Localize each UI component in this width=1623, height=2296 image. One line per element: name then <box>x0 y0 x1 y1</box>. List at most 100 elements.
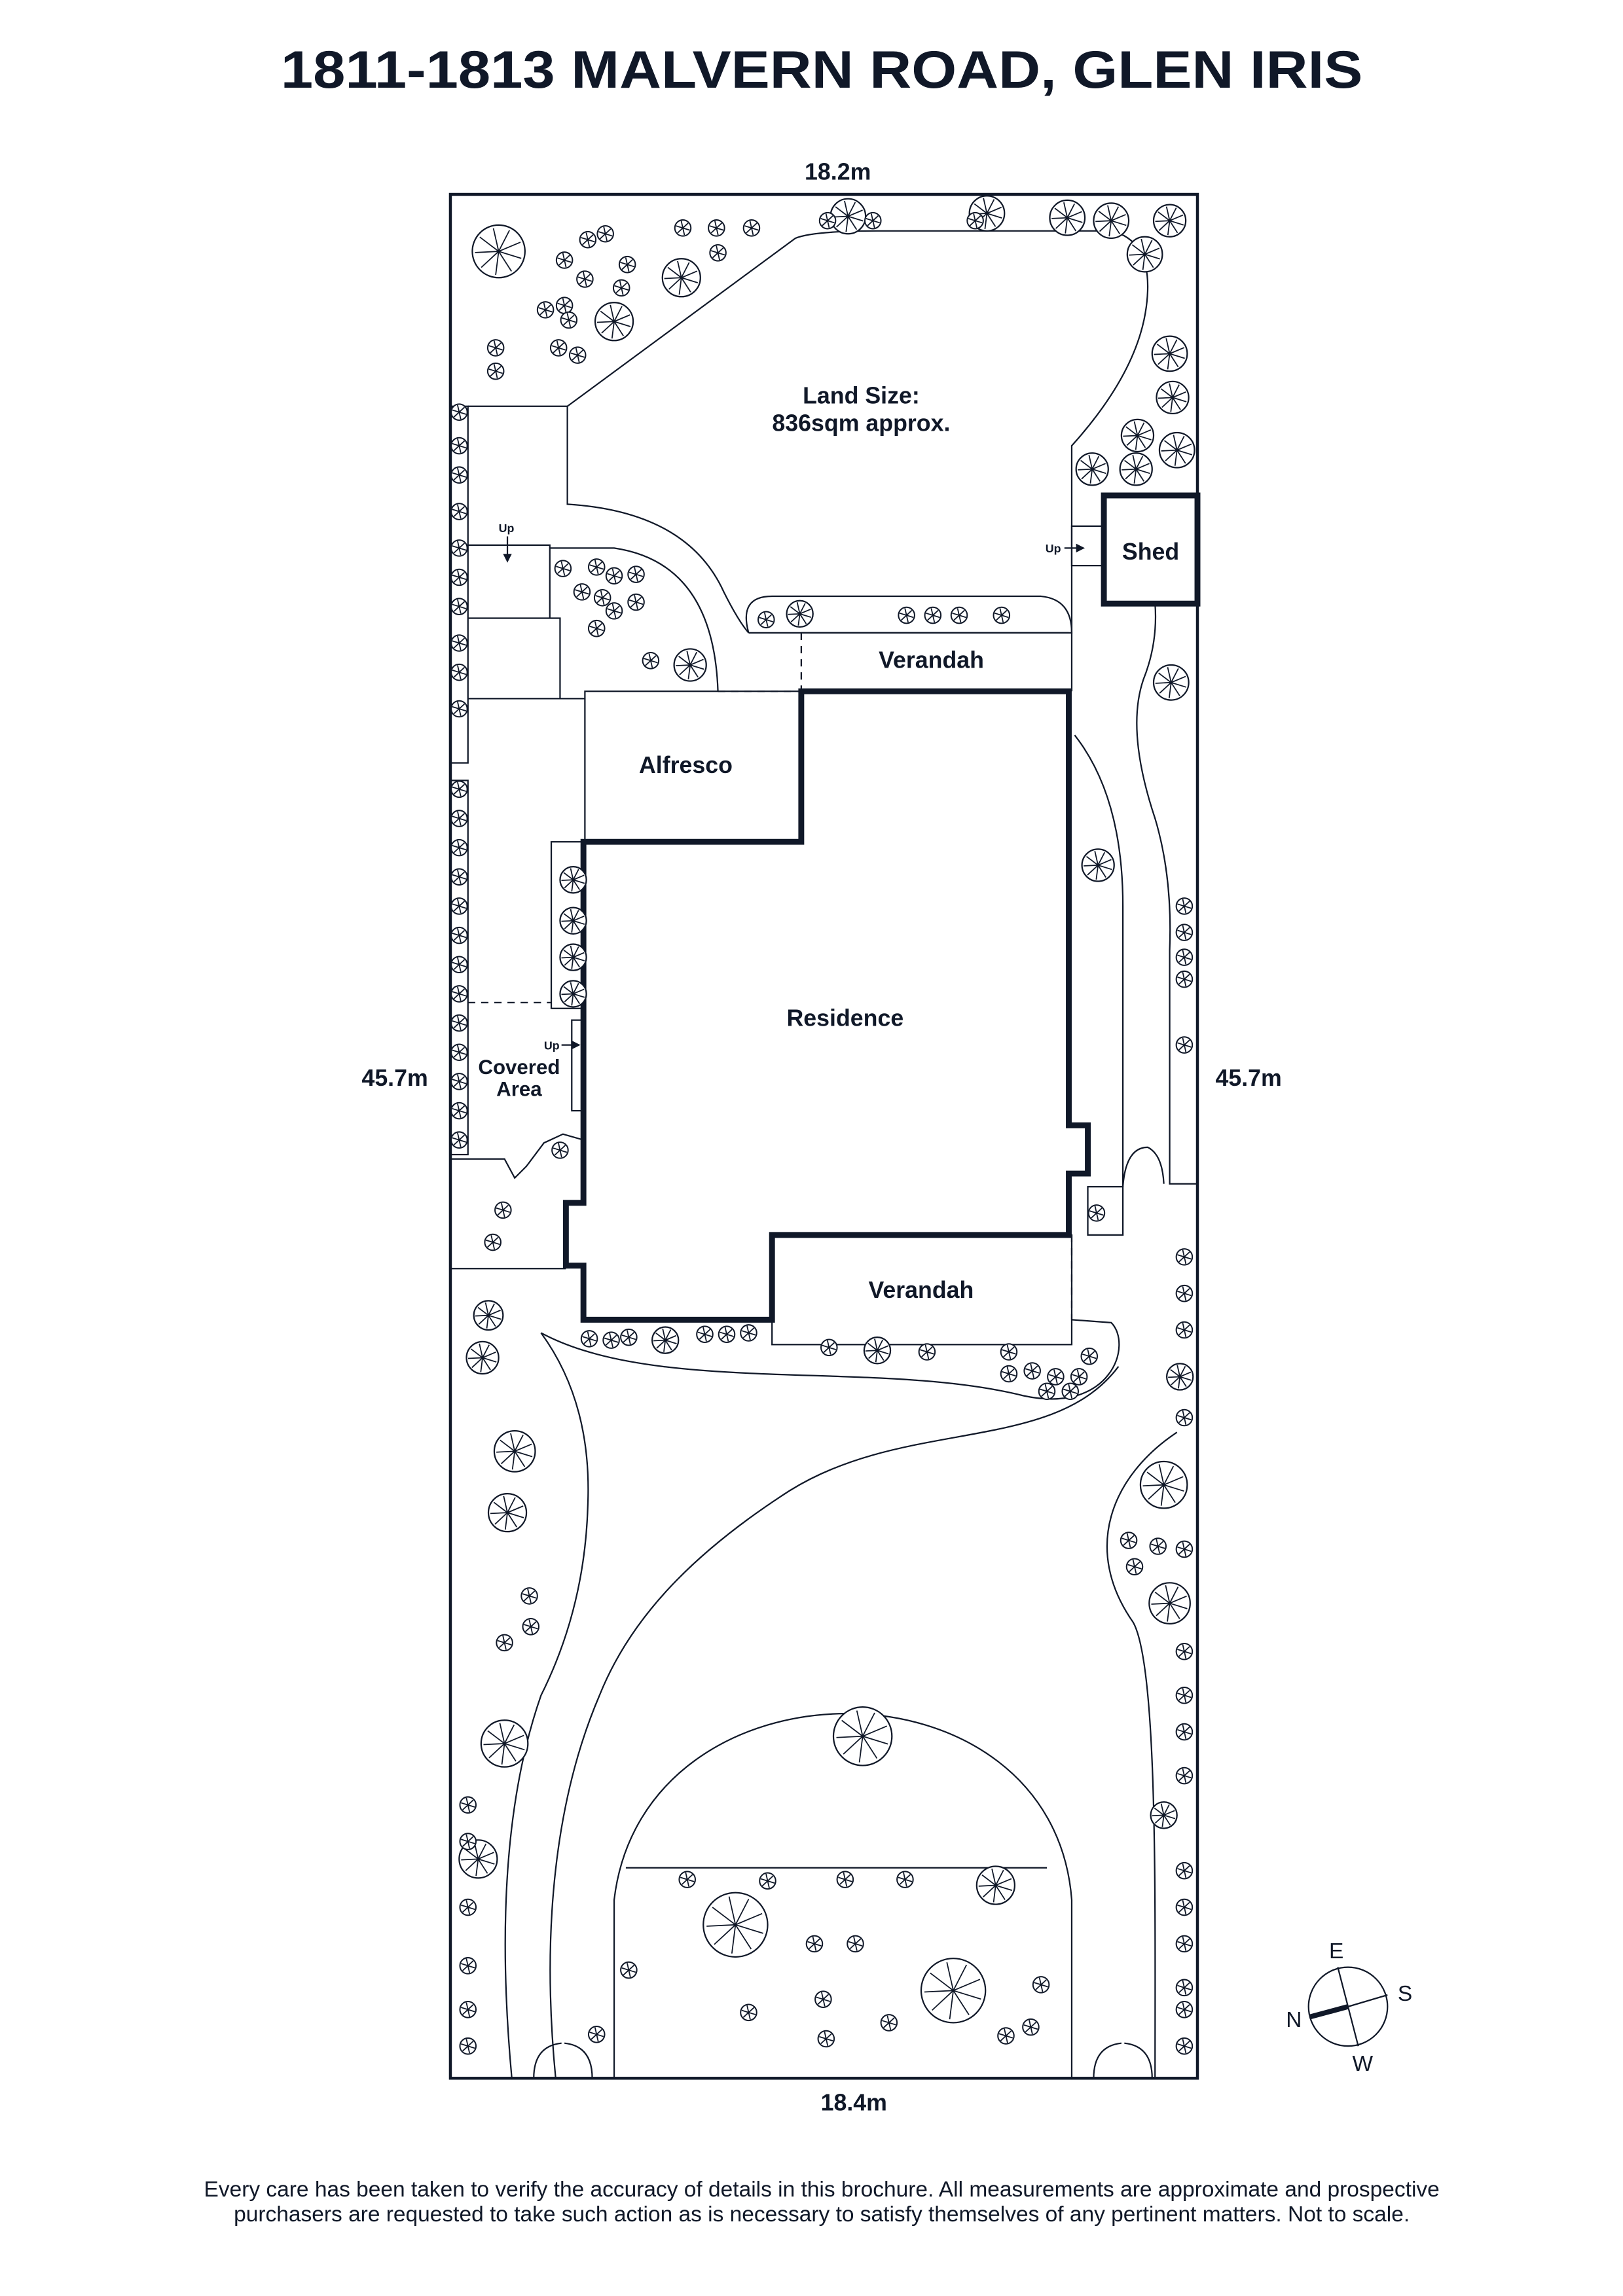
up-label: Up <box>544 1039 560 1052</box>
residence-label: Residence <box>787 1005 904 1031</box>
tree-icon <box>465 1340 500 1375</box>
tree-icon <box>536 301 555 319</box>
tree-icon <box>820 1338 838 1357</box>
tree-icon <box>450 838 468 857</box>
tree-icon <box>1000 1343 1018 1361</box>
tree-icon <box>596 224 614 243</box>
tree-icon <box>494 1201 512 1219</box>
tree-icon <box>587 558 606 576</box>
tree-icon <box>593 588 611 607</box>
tree-icon <box>864 211 882 230</box>
tree-icon <box>993 606 1011 624</box>
tree-icon <box>450 1131 468 1149</box>
tree-icon <box>559 906 587 935</box>
tree-icon <box>627 565 645 583</box>
tree-icon <box>602 1331 620 1349</box>
shed-label: Shed <box>1122 539 1179 565</box>
tree-icon <box>1175 1767 1194 1785</box>
tree-icon <box>450 568 468 586</box>
tree-icon <box>1175 1935 1194 1953</box>
tree-icon <box>1156 380 1190 415</box>
stairs-up-covered: Up <box>544 1039 581 1052</box>
tree-icon <box>1070 1368 1088 1386</box>
tree-icon <box>642 652 660 670</box>
tree-icon <box>1175 1642 1194 1660</box>
tree-icon <box>450 1043 468 1062</box>
tree-icon <box>814 1990 832 2008</box>
tree-icon <box>450 868 468 886</box>
tree-icon <box>487 1492 528 1533</box>
tree-icon <box>559 866 587 894</box>
tree-icon <box>740 2003 757 2022</box>
tree-icon <box>1175 897 1194 915</box>
tree-icon <box>496 1634 513 1652</box>
tree-icon <box>450 1014 468 1032</box>
tree-icon <box>742 219 761 237</box>
compass-s: S <box>1398 1982 1412 2006</box>
tree-icon <box>450 780 468 798</box>
tree-icon <box>450 403 468 421</box>
shed-outline <box>1101 492 1201 607</box>
tree-icon <box>1175 1723 1194 1741</box>
tree-icon <box>1119 452 1153 486</box>
compass-n: N <box>1286 2008 1302 2032</box>
tree-icon <box>486 339 505 357</box>
tree-icon <box>486 362 505 380</box>
tree-icon <box>1165 1363 1194 1391</box>
tree-icon <box>576 270 594 288</box>
covered-area-label-1: Covered <box>478 1056 560 1079</box>
tree-icon <box>708 219 725 237</box>
tree-icon <box>674 219 692 237</box>
stairs-up-shed: Up <box>1046 542 1085 555</box>
tree-icon <box>459 1796 477 1814</box>
tree-icon <box>1175 1898 1194 1916</box>
tree-icon <box>1049 199 1086 236</box>
tree-icon <box>818 211 837 230</box>
tree-icon <box>1175 2037 1194 2055</box>
tree-icon <box>450 700 468 718</box>
tree-icon <box>560 311 578 329</box>
tree-icon <box>450 437 468 455</box>
tree-icon <box>568 346 587 364</box>
tree-icon <box>1175 1321 1194 1339</box>
tree-icon <box>1175 1540 1194 1558</box>
tree-icon <box>1152 204 1187 238</box>
tree-icon <box>612 279 630 297</box>
tree-icon <box>618 255 636 274</box>
tree-icon <box>924 606 942 624</box>
tree-icon <box>493 1429 536 1473</box>
tree-icon <box>459 1957 477 1975</box>
tree-icon <box>920 1958 987 2024</box>
dimension-right: 45.7m <box>1216 1065 1282 1091</box>
tree-icon <box>555 251 574 269</box>
tree-icon <box>1175 924 1194 941</box>
tree-icon <box>1093 202 1130 240</box>
tree-icon <box>551 1141 569 1159</box>
tree-icon <box>1080 1347 1099 1365</box>
tree-icon <box>997 2027 1015 2045</box>
tree-icon <box>1149 1537 1167 1555</box>
verandah-top-label: Verandah <box>879 647 984 673</box>
tree-icon <box>786 600 814 628</box>
tree-icon <box>450 663 468 681</box>
tree-icon <box>1175 1408 1194 1427</box>
up-label: Up <box>1046 542 1061 555</box>
tree-icon <box>880 2014 898 2032</box>
tree-icon <box>450 503 468 520</box>
tree-icon <box>1125 1558 1144 1576</box>
tree-icon <box>759 1872 776 1890</box>
tree-icon <box>918 1343 936 1361</box>
tree-icon <box>559 980 587 1008</box>
tree-icon <box>555 296 574 314</box>
tree-icon <box>587 2026 606 2043</box>
page-title: 1811-1813 MALVERN ROAD, GLEN IRIS <box>281 41 1362 99</box>
tree-icon <box>594 302 634 342</box>
tree-icon <box>559 943 587 971</box>
tree-icon <box>484 1233 501 1251</box>
tree-icon <box>898 606 915 624</box>
up-label: Up <box>499 522 515 535</box>
tree-icon <box>450 926 468 944</box>
landscape-lines <box>449 230 1198 2079</box>
tree-icon <box>817 2030 835 2048</box>
